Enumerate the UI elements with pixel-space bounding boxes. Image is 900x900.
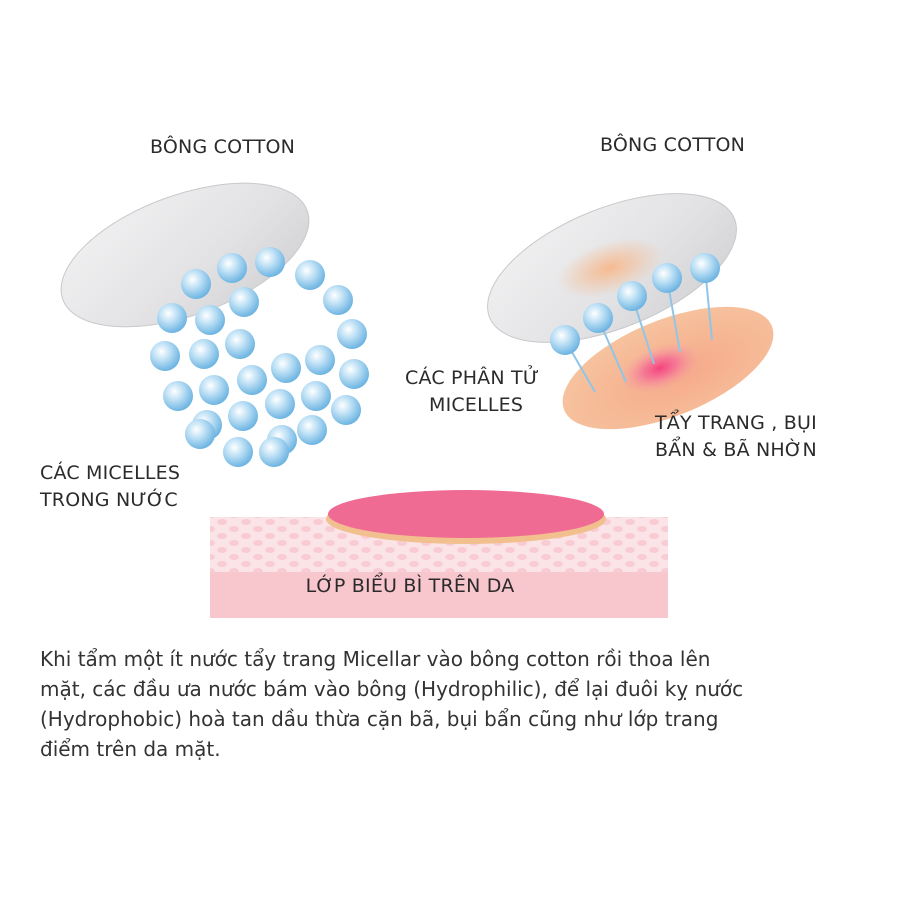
- micelle-sphere: [223, 437, 253, 467]
- micelle-sphere: [163, 381, 193, 411]
- epidermis-label-text: LỚP BIỂU BÌ TRÊN DA: [305, 575, 515, 597]
- hydrophilic-head: [617, 281, 647, 311]
- makeup-dirt-line-1: TẨY TRANG , BỤI: [655, 412, 817, 434]
- hydrophilic-head: [583, 303, 613, 333]
- micelle-sphere: [259, 437, 289, 467]
- micelle-sphere: [331, 395, 361, 425]
- cotton-pad-left: [60, 182, 310, 328]
- cotton-label-left-text: BÔNG COTTON: [150, 136, 296, 158]
- micelle-sphere: [199, 375, 229, 405]
- micelle-sphere: [237, 365, 267, 395]
- micelle-sphere: [323, 285, 353, 315]
- micelle-sphere: [337, 319, 367, 349]
- micelle-cluster: [150, 247, 369, 467]
- micelle-molecules-line-1: CÁC PHÂN TỬ: [405, 367, 540, 389]
- makeup-dirt-label: TẨY TRANG , BỤI BẨN & BÃ NHỜN: [655, 410, 817, 464]
- micelles-in-water-label: CÁC MICELLES TRONG NƯỚC: [40, 460, 180, 514]
- micelle-molecules-line-2: MICELLES: [429, 394, 524, 416]
- epidermis-label: LỚP BIỂU BÌ TRÊN DA: [210, 573, 610, 600]
- cotton-label-right: BÔNG COTTON: [600, 132, 745, 159]
- description-paragraph: Khi tẩm một ít nước tẩy trang Micellar v…: [40, 644, 870, 764]
- micelle-sphere: [297, 415, 327, 445]
- cotton-label-right-text: BÔNG COTTON: [600, 134, 746, 156]
- micelles-in-water-line-1: CÁC MICELLES: [40, 462, 181, 484]
- micelle-sphere: [265, 389, 295, 419]
- micelle-sphere: [229, 287, 259, 317]
- micelle-molecule-chain: [550, 253, 720, 393]
- micelle-sphere: [217, 253, 247, 283]
- description-line-1: Khi tẩm một ít nước tẩy trang Micellar v…: [40, 647, 711, 671]
- micelle-sphere: [225, 329, 255, 359]
- cotton-label-left: BÔNG COTTON: [150, 134, 295, 161]
- dirt-hot-spot: [619, 342, 701, 394]
- micelle-sphere: [339, 359, 369, 389]
- micelle-molecules-label: CÁC PHÂN TỬ MICELLES: [405, 365, 539, 419]
- micelle-sphere: [185, 419, 215, 449]
- pad-on-skin: [328, 490, 604, 538]
- epidermis-band: [210, 572, 668, 618]
- micelle-sphere: [181, 269, 211, 299]
- makeup-dirt-line-2: BẨN & BÃ NHỜN: [655, 439, 817, 461]
- micelle-sphere: [189, 339, 219, 369]
- micelle-sphere: [157, 303, 187, 333]
- micelles-in-water-line-2: TRONG NƯỚC: [40, 489, 178, 511]
- description-line-2: mặt, các đầu ưa nước bám vào bông (Hydro…: [40, 677, 744, 701]
- micelle-sphere: [305, 345, 335, 375]
- micelle-sphere: [150, 341, 180, 371]
- micelle-sphere: [195, 305, 225, 335]
- micelle-sphere: [301, 381, 331, 411]
- description-line-4: điểm trên da mặt.: [40, 737, 221, 761]
- micelle-sphere: [228, 401, 258, 431]
- hydrophilic-head: [690, 253, 720, 283]
- hydrophilic-head: [550, 325, 580, 355]
- micelle-sphere: [271, 353, 301, 383]
- description-line-3: (Hydrophobic) hoà tan dầu thừa cặn bã, b…: [40, 707, 719, 731]
- micelle-sphere: [255, 247, 285, 277]
- micelle-sphere: [295, 260, 325, 290]
- hydrophilic-head: [652, 263, 682, 293]
